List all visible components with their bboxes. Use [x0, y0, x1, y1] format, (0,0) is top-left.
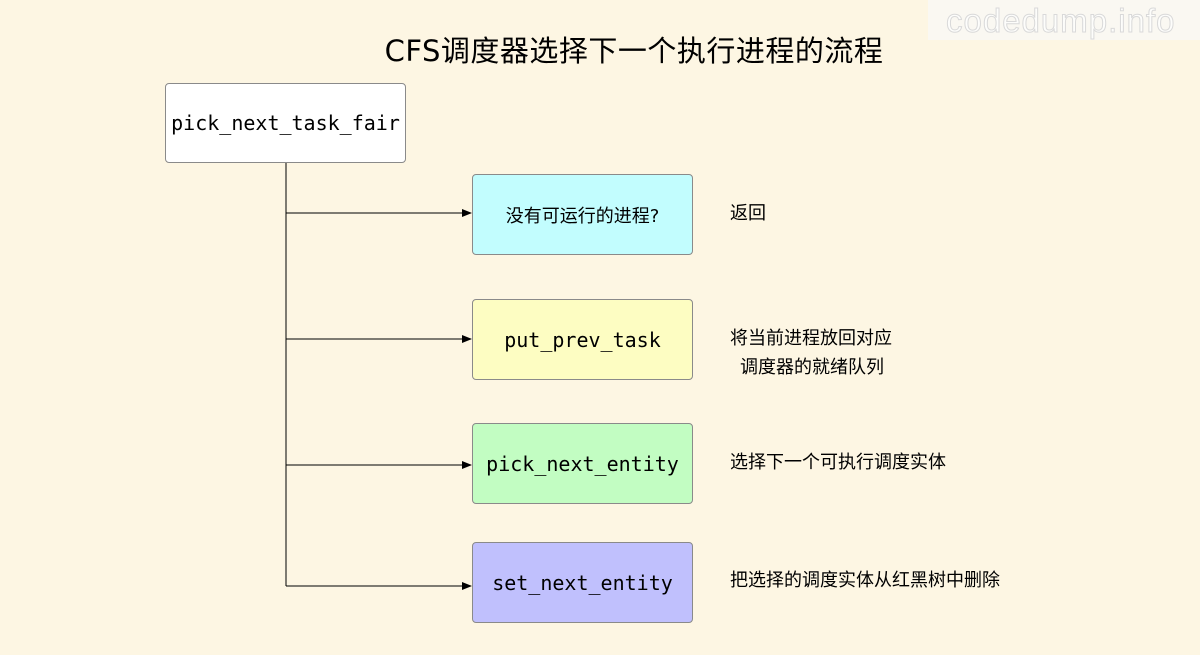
- step-note-pick-next-entity: 选择下一个可执行调度实体: [730, 448, 946, 477]
- step-note-line: 选择下一个可执行调度实体: [730, 452, 946, 473]
- step-node-put-prev-task: put_prev_task: [472, 299, 693, 380]
- root-node: pick_next_task_fair: [165, 83, 406, 163]
- step-note-line: 调度器的就绪队列: [740, 357, 884, 378]
- step-node-label: pick_next_entity: [486, 451, 679, 476]
- step-node-set-next-entity: set_next_entity: [472, 542, 693, 623]
- diagram-title: CFS调度器选择下一个执行进程的流程: [384, 34, 884, 68]
- step-note-line: 把选择的调度实体从红黑树中删除: [730, 570, 1000, 591]
- watermark: codedump.info: [928, 0, 1200, 40]
- step-note-set-next-entity: 把选择的调度实体从红黑树中删除: [730, 566, 1000, 595]
- step-node-label: 没有可运行的进程?: [505, 205, 660, 227]
- step-node-no-runnable: 没有可运行的进程?: [472, 174, 693, 255]
- step-note-no-runnable: 返回: [730, 199, 766, 228]
- watermark-text: codedump.info: [945, 2, 1176, 40]
- step-node-label: put_prev_task: [504, 327, 661, 352]
- root-node-label: pick_next_task_fair: [171, 111, 400, 135]
- step-node-label: set_next_entity: [492, 570, 673, 595]
- step-note-put-prev-task: 将当前进程放回对应 调度器的就绪队列: [730, 324, 892, 382]
- step-note-line: 将当前进程放回对应: [730, 328, 892, 349]
- step-note-line: 返回: [730, 203, 766, 224]
- step-node-pick-next-entity: pick_next_entity: [472, 423, 693, 504]
